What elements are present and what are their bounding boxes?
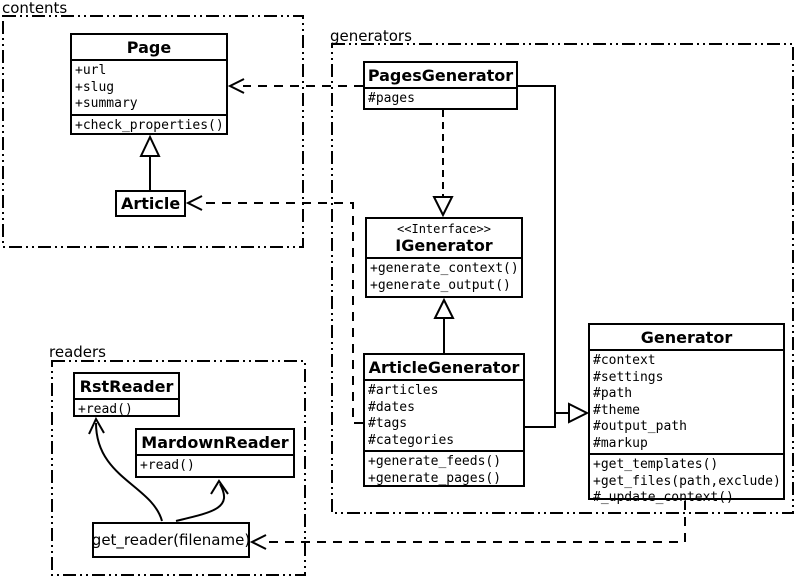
member-row: #context bbox=[593, 353, 656, 368]
realization-arrow-pagesgenerator-igenerator bbox=[432, 110, 454, 218]
class-pagesgenerator: PagesGenerator #pages bbox=[363, 61, 518, 110]
class-title: IGenerator bbox=[395, 236, 493, 255]
class-header: <<Interface>> IGenerator bbox=[367, 219, 521, 257]
methods-section: +generate_feeds()+generate_pages() bbox=[365, 450, 523, 488]
stereotype-label: <<Interface>> bbox=[397, 222, 491, 236]
package-border-generators bbox=[331, 43, 794, 514]
class-title: PagesGenerator bbox=[367, 66, 514, 85]
class-rstreader: RstReader +read() bbox=[73, 372, 180, 417]
member-row: #dates bbox=[368, 399, 415, 415]
member-row: #markup bbox=[593, 435, 648, 451]
package-label-readers: readers bbox=[49, 343, 106, 361]
member-row: +read() bbox=[78, 402, 133, 417]
member-row: +summary bbox=[75, 96, 138, 111]
dependency-arrow-generator-getreader bbox=[249, 501, 686, 550]
curved-arrow-getreader-mardownreader bbox=[175, 479, 229, 522]
attributes-section: +url+slug+summary bbox=[72, 59, 226, 114]
class-title: Generator bbox=[640, 328, 733, 347]
member-row: +check_properties() bbox=[75, 117, 223, 133]
methods-section: +read() bbox=[137, 454, 293, 476]
dependency-arrow-articlegenerator-article bbox=[185, 195, 363, 424]
class-articlegenerator: ArticleGenerator #articles#dates#tags#ca… bbox=[363, 353, 525, 487]
class-generator: Generator #context#settings#path#theme#o… bbox=[588, 323, 785, 505]
class-article: Article bbox=[115, 190, 186, 217]
attributes-section: #articles#dates#tags#categories bbox=[365, 379, 523, 450]
package-label-contents: contents bbox=[2, 0, 68, 17]
dependency-arrow-pagesgenerator-page bbox=[227, 78, 363, 94]
generalization-arrow-articlegenerator-igenerator bbox=[433, 297, 455, 353]
member-row: #settings bbox=[593, 369, 664, 385]
attributes-section: #context#settings#path#theme#output_path… bbox=[590, 349, 783, 453]
member-row: #tags bbox=[368, 416, 408, 431]
member-row: +generate_output() bbox=[370, 277, 511, 293]
generalization-arrow-article-page bbox=[139, 134, 161, 190]
member-row: #theme bbox=[593, 402, 640, 418]
member-row: #_update_context() bbox=[593, 490, 734, 505]
package-border-contents bbox=[2, 15, 304, 248]
class-page: Page +url+slug+summary +check_properties… bbox=[70, 33, 228, 135]
curved-arrow-getreader-rstreader bbox=[88, 416, 163, 522]
class-title: MardownReader bbox=[141, 433, 289, 452]
class-title: Page bbox=[126, 38, 172, 57]
member-row: +generate_context() bbox=[370, 261, 518, 276]
member-row: #articles bbox=[368, 383, 439, 398]
package-label-generators: generators bbox=[330, 27, 412, 45]
methods-section: +check_properties() bbox=[72, 113, 226, 136]
member-row: +generate_feeds() bbox=[368, 454, 502, 469]
member-row: +generate_pages() bbox=[368, 470, 502, 486]
attributes-section: #pages bbox=[365, 87, 516, 109]
member-row: #pages bbox=[368, 91, 415, 106]
member-row: #output_path bbox=[593, 419, 687, 434]
function-label: get_reader(filename) bbox=[91, 531, 251, 549]
class-title: ArticleGenerator bbox=[368, 358, 520, 377]
member-row: +get_templates() bbox=[593, 457, 719, 472]
generalization-arrow-generators-generator bbox=[518, 85, 590, 428]
methods-section: +read() bbox=[75, 398, 178, 420]
class-igenerator: <<Interface>> IGenerator +generate_conte… bbox=[365, 217, 523, 298]
class-title: Article bbox=[121, 194, 181, 213]
methods-section: +generate_context()+generate_output() bbox=[367, 257, 521, 296]
member-row: +read() bbox=[140, 458, 195, 473]
methods-section: +get_templates()+get_files(path,exclude)… bbox=[590, 453, 783, 508]
function-box-get-reader: get_reader(filename) bbox=[92, 522, 250, 558]
class-mardownreader: MardownReader +read() bbox=[135, 428, 295, 478]
member-row: #path bbox=[593, 386, 633, 401]
class-title: RstReader bbox=[79, 377, 174, 396]
member-row: +slug bbox=[75, 79, 115, 95]
member-row: +url bbox=[75, 63, 107, 78]
member-row: #categories bbox=[368, 432, 455, 448]
member-row: +get_files(path,exclude) bbox=[593, 473, 780, 489]
package-border-readers bbox=[51, 360, 306, 576]
